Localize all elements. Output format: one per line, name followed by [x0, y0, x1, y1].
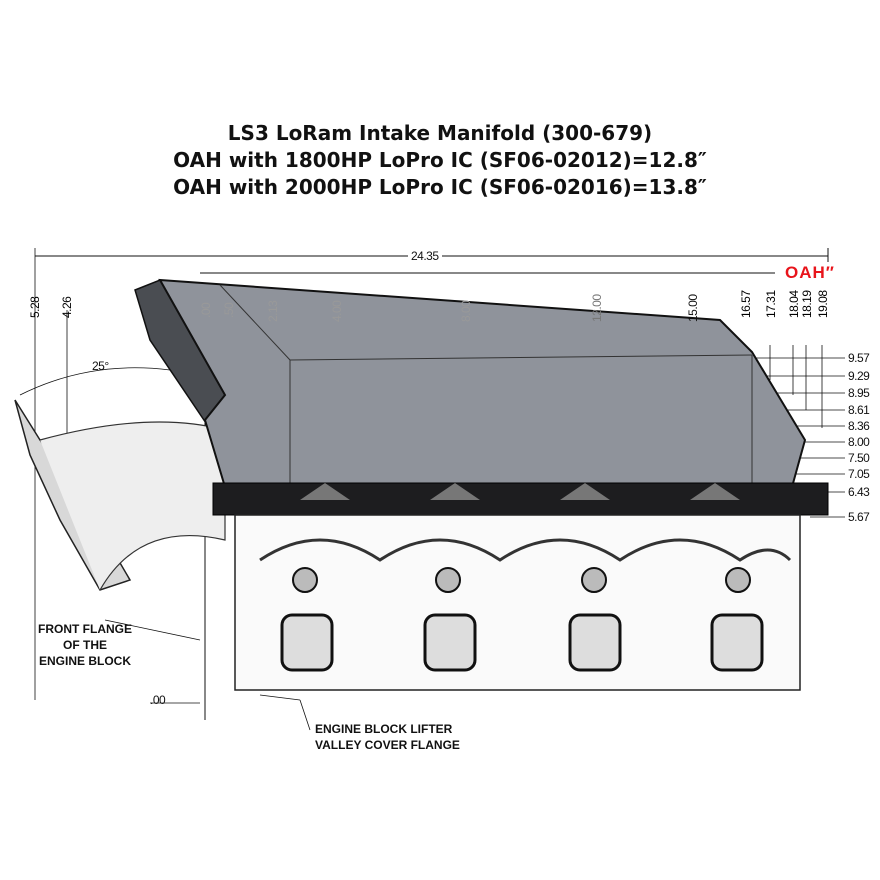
inlet-runner [39, 421, 226, 591]
top-dim: 15.00 [686, 294, 700, 322]
left-dim: 5.28 [28, 296, 42, 318]
left-dim: 4.26 [60, 296, 74, 318]
height-dim: 6.43 [848, 485, 870, 499]
intake-ports [280, 613, 764, 672]
height-dim: 8.95 [848, 386, 870, 400]
angle-arc [19, 367, 171, 396]
oah-label: OAH″ [785, 263, 835, 282]
height-dim: 8.61 [848, 403, 870, 417]
top-dim: 2.13 [266, 300, 280, 322]
height-dim: 9.57 [848, 351, 870, 365]
origin-label: .00 [150, 693, 166, 707]
top-dim: 16.57 [739, 290, 753, 318]
title-line-3: OAH with 2000HP LoPro IC (SF06-02016)=13… [173, 175, 707, 199]
top-dim: 18.04 [787, 290, 801, 318]
flange-ribs [300, 483, 740, 500]
height-dim: 9.29 [848, 369, 870, 383]
top-dim: 4.00 [330, 300, 344, 322]
plenum-body [158, 278, 807, 488]
title-line-2: OAH with 1800HP LoPro IC (SF06-02012)=12… [173, 148, 707, 172]
top-dim: 17.31 [764, 290, 778, 318]
angle-label: 25° [92, 359, 109, 373]
top-dim: 19.08 [816, 290, 830, 318]
height-dim: 7.50 [848, 451, 870, 465]
top-dim: .00 [199, 302, 213, 318]
title-line-1: LS3 LoRam Intake Manifold (300-679) [227, 121, 653, 145]
height-dim: 8.36 [848, 419, 870, 433]
top-dim: 18.19 [800, 290, 814, 318]
top-dim: 12.00 [590, 294, 604, 322]
overall-length-label: 24.35 [408, 249, 442, 263]
height-dim: 8.00 [848, 435, 870, 449]
height-dim: 5.67 [848, 510, 870, 524]
height-dim: 7.05 [848, 467, 870, 481]
top-dim: .50 [222, 302, 236, 318]
top-dim: 8.00 [459, 300, 473, 322]
